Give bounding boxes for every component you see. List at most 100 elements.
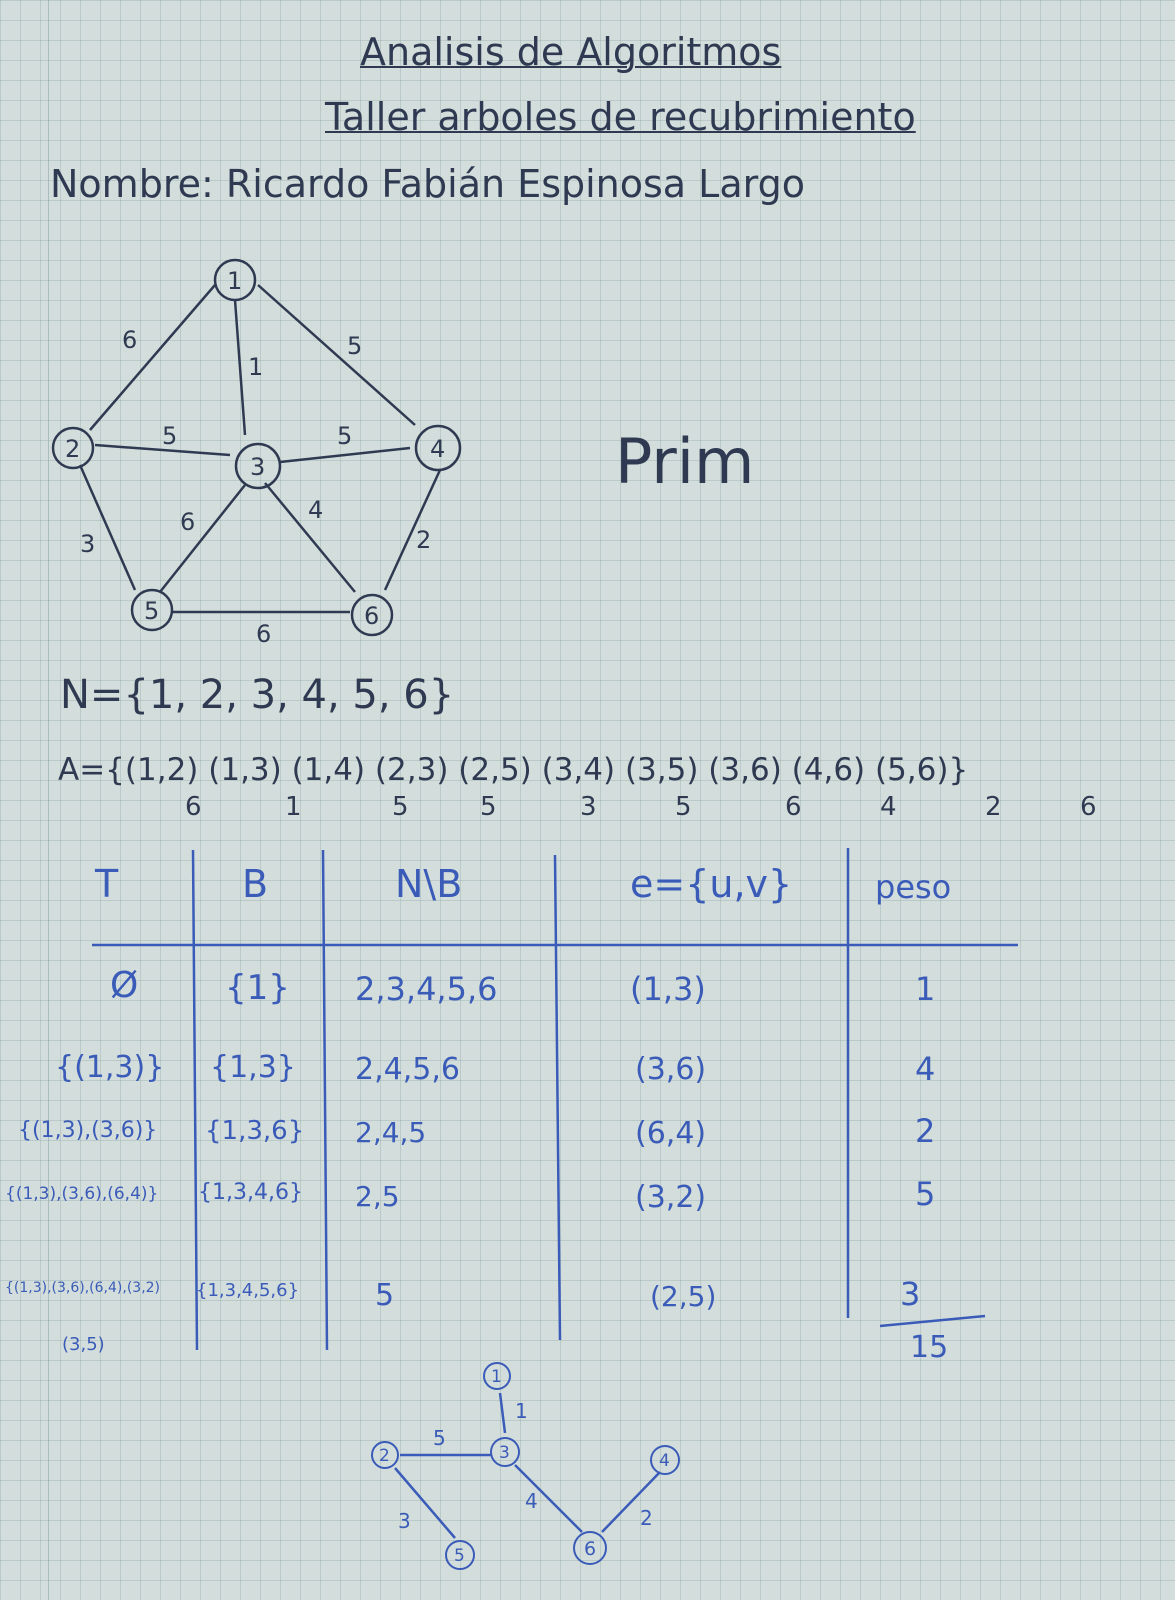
mst-node-labels: 1 2 3 4 5 6 <box>379 1367 670 1566</box>
page-margin-line <box>48 0 49 1600</box>
edge-3-5 <box>159 484 246 593</box>
node-6 <box>350 593 394 637</box>
cell-nb: 2,3,4,5,6 <box>355 970 498 1008</box>
cell-b: {1,3,6} <box>205 1116 305 1146</box>
a-weight: 2 <box>985 792 1002 822</box>
cell-edge: (1,3) <box>630 970 706 1008</box>
node-2 <box>51 426 95 470</box>
cell-edge: (3,6) <box>635 1052 707 1087</box>
cell-t: {(1,3),(3,6)} <box>18 1118 158 1143</box>
student-name-line: Nombre: Ricardo Fabián Espinosa Largo <box>50 162 805 206</box>
mst-nodes <box>371 1362 680 1570</box>
mst-node-3-label: 3 <box>499 1443 510 1463</box>
a-weight: 5 <box>392 792 409 822</box>
mst-edge-4-6 <box>601 1471 661 1533</box>
weight-2-3: 5 <box>162 422 177 450</box>
cell-nb: 2,4,5,6 <box>355 1052 460 1087</box>
node-4 <box>414 424 462 472</box>
node-6-label: 6 <box>364 602 379 630</box>
mst-edge-weights: 1 5 3 4 2 <box>398 1399 653 1533</box>
node-5-label: 5 <box>144 597 159 625</box>
mst-edge-3-6 <box>514 1464 583 1533</box>
cell-t: {(1,3)} <box>55 1050 165 1085</box>
col-header-t: T <box>95 862 119 906</box>
cell-b: {1,3,4,6} <box>198 1180 303 1205</box>
mst-weight-4-6: 2 <box>640 1506 653 1530</box>
cell-t: {(1,3),(3,6),(6,4)} <box>5 1184 159 1204</box>
mst-node-4 <box>650 1445 680 1475</box>
node-5 <box>130 588 174 632</box>
edge-1-3 <box>233 299 247 436</box>
method-label: Prim <box>615 425 755 498</box>
mst-node-5 <box>445 1540 475 1570</box>
a-set: A={(1,2) (1,3) (1,4) (2,3) (2,5) (3,4) (… <box>58 752 969 788</box>
edge-1-2 <box>89 284 216 431</box>
edge-2-3 <box>94 443 231 457</box>
edge-1-4 <box>257 284 416 426</box>
a-weight: 1 <box>285 792 302 822</box>
weight-1-3: 1 <box>248 353 263 381</box>
cell-peso: 5 <box>915 1175 936 1213</box>
cell-edge: (2,5) <box>650 1280 717 1313</box>
col-header-b: B <box>242 862 269 906</box>
cell-b: {1,3,4,5,6} <box>196 1280 300 1301</box>
mst-edge-2-5 <box>394 1467 456 1539</box>
graph-nodes <box>51 258 462 637</box>
cell-nb: 2,4,5 <box>355 1116 427 1149</box>
cell-edge: (6,4) <box>635 1116 707 1151</box>
cell-peso: 3 <box>900 1275 921 1313</box>
edge-3-4 <box>279 446 411 464</box>
mst-edge-1-3 <box>498 1392 507 1434</box>
t-continuation: (3,5) <box>62 1334 105 1355</box>
weight-4-6: 2 <box>416 526 431 554</box>
mst-node-1 <box>483 1362 511 1390</box>
mst-node-3 <box>490 1437 520 1467</box>
col-header-peso: peso <box>875 868 952 906</box>
mst-node-6 <box>573 1531 607 1565</box>
mst-weight-3-6: 4 <box>525 1489 538 1513</box>
mst-node-6-label: 6 <box>584 1538 596 1560</box>
mst-edges <box>394 1392 661 1539</box>
cell-peso: 1 <box>915 970 936 1008</box>
cell-t: {(1,3),(3,6),(6,4),(3,2) <box>5 1280 161 1296</box>
cell-b: {1,3} <box>210 1050 296 1085</box>
cell-nb: 5 <box>375 1278 395 1313</box>
mst-weight-1-3: 1 <box>515 1399 528 1423</box>
weight-3-6: 4 <box>308 496 323 524</box>
a-weight: 5 <box>675 792 692 822</box>
edge-3-6 <box>264 482 356 593</box>
weight-3-4: 5 <box>337 422 352 450</box>
node-3 <box>234 442 282 490</box>
total-rule <box>879 1314 986 1328</box>
cell-b: {1} <box>225 968 290 1008</box>
a-weight: 3 <box>580 792 597 822</box>
col-header-edge: e={u,v} <box>630 862 793 906</box>
graph-node-labels: 1 2 3 4 5 6 <box>65 267 445 630</box>
node-1 <box>213 258 257 302</box>
title-line-2: Taller arboles de recubrimiento <box>325 95 916 139</box>
weight-3-5: 6 <box>180 508 195 536</box>
a-weight: 5 <box>480 792 497 822</box>
table-vline-2 <box>321 849 329 1351</box>
weight-1-2: 6 <box>122 326 137 354</box>
node-2-label: 2 <box>65 435 80 463</box>
mst-weight-2-3: 5 <box>433 1426 446 1450</box>
weight-2-5: 3 <box>80 530 95 558</box>
mst-node-2-label: 2 <box>379 1446 390 1466</box>
weight-1-4: 5 <box>347 332 362 360</box>
node-1-label: 1 <box>227 267 242 295</box>
cell-nb: 2,5 <box>355 1180 400 1213</box>
edge-4-6 <box>383 469 442 591</box>
graph-edges <box>78 284 442 614</box>
a-weight: 4 <box>880 792 897 822</box>
mst-node-2 <box>371 1441 399 1469</box>
mst-weight-2-5: 3 <box>398 1509 411 1533</box>
cell-peso: 4 <box>915 1050 936 1088</box>
title-line-1: Analisis de Algoritmos <box>360 30 782 74</box>
total-weight: 15 <box>910 1330 949 1365</box>
col-header-nb: N\B <box>395 862 463 906</box>
a-weight: 6 <box>185 792 202 822</box>
mst-node-1-label: 1 <box>491 1367 502 1387</box>
